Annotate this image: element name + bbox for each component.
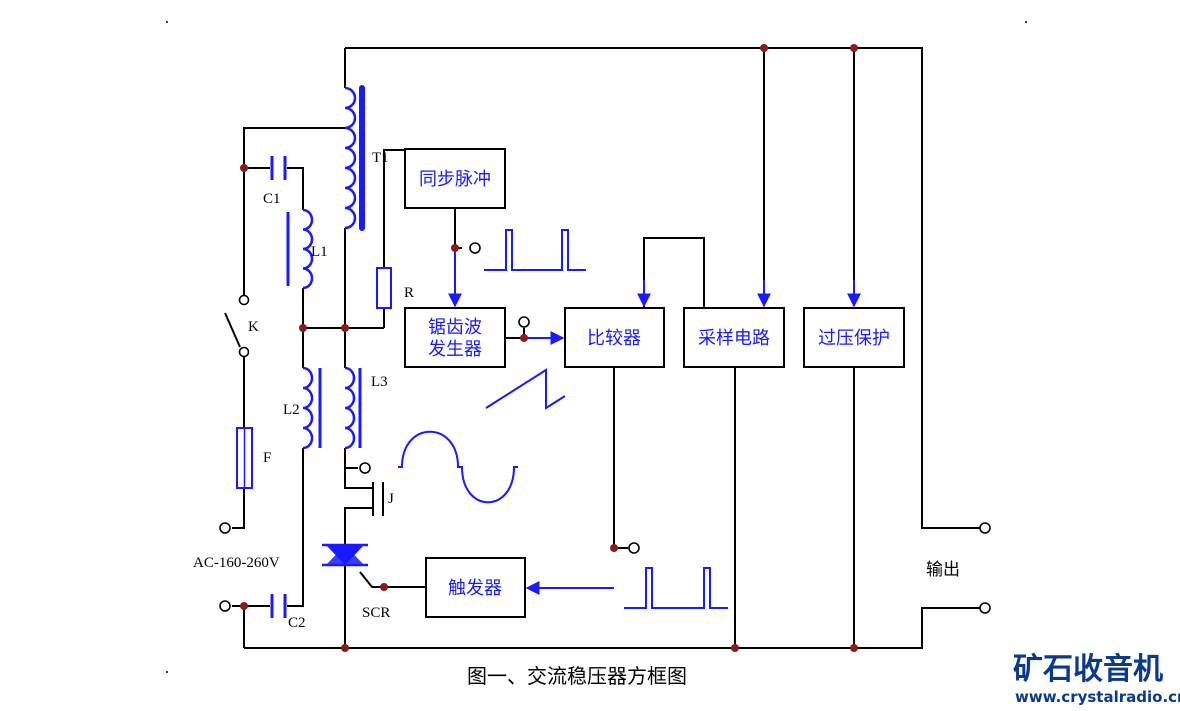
label-l3: L3 bbox=[371, 374, 388, 390]
label-c2: C2 bbox=[288, 615, 306, 631]
input-voltage-label: AC-160-260V bbox=[193, 555, 280, 571]
output-label: 输出 bbox=[926, 560, 960, 580]
block-sync-pulse: 同步脉冲 bbox=[404, 148, 506, 209]
label-r: R bbox=[404, 285, 414, 301]
terminals bbox=[219, 242, 991, 614]
waveforms bbox=[398, 229, 728, 609]
watermark: 矿石收音机 www.crystalradio.cn bbox=[1013, 652, 1180, 706]
block-comparator-label: 比较器 bbox=[587, 328, 641, 349]
block-overvoltage-label: 过压保护 bbox=[818, 328, 890, 349]
corner-marks bbox=[166, 21, 1027, 673]
block-sampling-label: 采样电路 bbox=[698, 328, 770, 349]
label-k: K bbox=[248, 319, 259, 335]
label-l2: L2 bbox=[283, 402, 300, 418]
block-sync-pulse-label: 同步脉冲 bbox=[419, 169, 491, 190]
label-j: J bbox=[388, 491, 394, 507]
block-trigger: 触发器 bbox=[425, 557, 526, 618]
label-t1: T1 bbox=[372, 150, 389, 166]
figure-caption: 图一、交流稳压器方框图 bbox=[467, 664, 687, 688]
block-sawtooth-label-1: 锯齿波 bbox=[428, 317, 482, 338]
label-c1: C1 bbox=[263, 191, 281, 207]
transformer-t1 bbox=[344, 85, 365, 231]
block-sawtooth-generator: 锯齿波 发生器 bbox=[404, 307, 506, 368]
label-f: F bbox=[263, 450, 271, 466]
capacitor-c2 bbox=[270, 594, 287, 618]
inductor-l1 bbox=[286, 208, 314, 290]
sync-pulse-waveform bbox=[484, 229, 586, 271]
junction-dots bbox=[240, 44, 858, 652]
label-scr: SCR bbox=[362, 605, 390, 621]
block-comparator: 比较器 bbox=[564, 307, 665, 368]
label-l1: L1 bbox=[311, 244, 328, 260]
watermark-name: 矿石收音机 bbox=[1013, 652, 1163, 687]
jumper-j bbox=[372, 482, 384, 516]
sawtooth-waveform bbox=[485, 368, 566, 410]
resistor-r bbox=[376, 267, 392, 309]
half-sine-waveform bbox=[398, 430, 518, 504]
inductor-l2 bbox=[302, 366, 322, 450]
block-overvoltage-protection: 过压保护 bbox=[803, 307, 905, 368]
signal-arrows bbox=[448, 248, 861, 595]
switch-k bbox=[224, 294, 250, 358]
inductor-l3 bbox=[344, 366, 362, 450]
block-trigger-label: 触发器 bbox=[448, 578, 502, 599]
block-sampling-circuit: 采样电路 bbox=[683, 307, 785, 368]
trigger-pulse-waveform bbox=[624, 567, 728, 609]
capacitor-c1 bbox=[270, 156, 287, 180]
component-labels: T1 C1 L1 R K L3 L2 F J SCR C2 AC-160-260… bbox=[193, 150, 414, 631]
scr-triac bbox=[322, 543, 368, 567]
block-sawtooth-label-2: 发生器 bbox=[428, 339, 482, 360]
watermark-url: www.crystalradio.cn bbox=[1015, 688, 1180, 706]
